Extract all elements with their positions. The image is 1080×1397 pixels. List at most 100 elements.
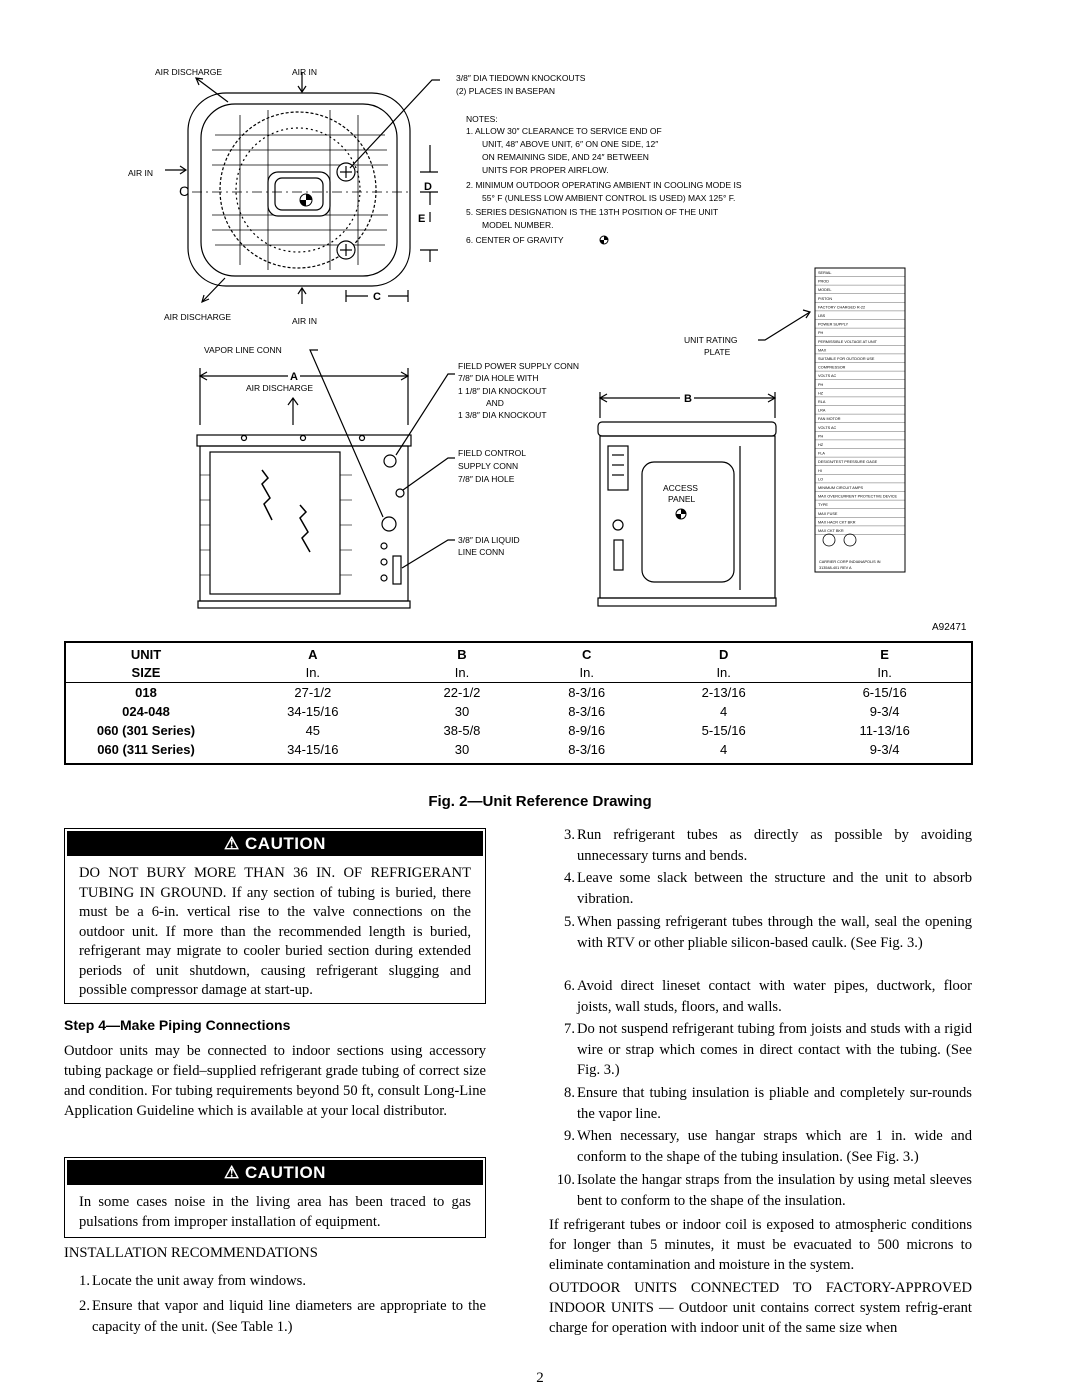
table-cell: 5-15/16	[701, 723, 746, 738]
table-row: 024-048 34-15/16 30 8-3/16 4 9-3/4	[65, 702, 972, 721]
label-field-power-5: 1 3/8″ DIA KNOCKOUT	[458, 410, 547, 420]
rating-plate-row: MODEL	[818, 288, 832, 292]
label-unit-rating-2: PLATE	[704, 347, 731, 357]
label-liquid-2: LINE CONN	[458, 547, 504, 557]
table-cell: 22-1/2	[443, 685, 481, 700]
table-cell: 38-5/8	[443, 723, 481, 738]
header-cell: In.	[524, 662, 650, 683]
list-number: 3.	[564, 827, 575, 843]
rating-plate-row: TYPE	[818, 503, 828, 507]
table-cell: 2-13/16	[701, 685, 746, 700]
evacuation-paragraph: If refrigerant tubes or indoor coil is e…	[549, 1217, 972, 1273]
label-vapor-line: VAPOR LINE CONN	[204, 345, 282, 355]
unit-reference-drawing: AIR DISCHARGE AIR IN AIR IN AIR DISCHARG…	[128, 67, 967, 633]
list-text: Ensure that vapor and liquid line diamet…	[92, 1298, 486, 1335]
rating-plate-row: HZ	[818, 391, 824, 395]
list-number: 7.	[564, 1021, 575, 1037]
table-cell: 9-3/4	[869, 704, 900, 719]
rating-plate-footer-2: 313548-401 REV A	[819, 566, 852, 570]
field-power-supply-conn	[383, 454, 397, 468]
rating-plate-row: LO	[818, 477, 823, 481]
list-item: 1. Locate the unit away from windows.	[64, 1271, 486, 1292]
rating-plate-row: DESIGN/TEST PRESSURE GAGE	[818, 460, 878, 464]
list-text: Leave some slack between the structure a…	[577, 870, 972, 907]
rating-plate-row: FLA	[818, 452, 825, 456]
center-of-gravity-icon	[299, 193, 687, 520]
list-item: 3. Run refrigerant tubes as directly as …	[549, 825, 972, 866]
table-row: 018 27-1/2 22-1/2 8-3/16 2-13/16 6-15/16	[65, 683, 972, 703]
list-item: 6. Avoid direct lineset contact with wat…	[549, 976, 972, 1017]
list-text: When passing refrigerant tubes through t…	[577, 914, 972, 951]
rating-plate-row: MAX OVERCURRENT PROTECTIVE DEVICE	[818, 495, 898, 499]
factory-approved-paragraph: OUTDOOR UNITS CONNECTED TO FACTORY-APPRO…	[549, 1280, 972, 1336]
rating-plate-row: FACTORY CHARGED R-22	[818, 305, 865, 309]
label-field-power-3: 1 1/8″ DIA KNOCKOUT	[458, 386, 547, 396]
label-air-discharge-bottom: AIR DISCHARGE	[164, 312, 231, 322]
note-line: MODEL NUMBER.	[482, 220, 553, 230]
caution-box-noise: ⚠ CAUTION In some cases noise in the liv…	[64, 1157, 486, 1238]
table-cell: 9-3/4	[869, 742, 900, 757]
label-air-discharge-top: AIR DISCHARGE	[155, 67, 222, 77]
notes-title: NOTES:	[466, 114, 498, 124]
label-field-power-1: FIELD POWER SUPPLY CONN	[458, 361, 579, 371]
rating-plate-row: COMPRESSOR	[818, 366, 846, 370]
table-row: 060 (301 Series) 45 38-5/8 8-9/16 5-15/1…	[65, 721, 972, 740]
list-text: Locate the unit away from windows.	[92, 1273, 306, 1289]
table-subheader-row: SIZE In. In. In. In. In.	[65, 662, 972, 683]
rating-plate-row: MAX FUSE	[818, 512, 838, 516]
label-field-control-1: FIELD CONTROL	[458, 448, 526, 458]
note-line: UNITS FOR PROPER AIRFLOW.	[482, 165, 609, 175]
note-line: 6. CENTER OF GRAVITY	[466, 235, 564, 245]
dim-e-label: E	[418, 213, 425, 225]
rating-plate-row: MAX CKT BKR	[818, 529, 844, 533]
header-cell: In.	[399, 662, 525, 683]
rating-plate-row: PH	[818, 383, 824, 387]
list-item: 8. Ensure that tubing insulation is plia…	[549, 1083, 972, 1124]
list-number: 10.	[556, 1172, 575, 1188]
header-cell: In.	[798, 662, 972, 683]
rating-plate-row: PROD	[818, 280, 829, 284]
certification-marks-icon	[822, 533, 857, 547]
table-cell: 34-15/16	[287, 742, 339, 757]
warning-triangle-icon: ⚠	[224, 834, 240, 853]
list-number: 2.	[79, 1298, 90, 1314]
dim-b-label: B	[684, 393, 692, 405]
figure-caption: Fig. 2—Unit Reference Drawing	[428, 793, 652, 810]
label-air-in-left: AIR IN	[128, 168, 153, 178]
note-line: 2. MINIMUM OUTDOOR OPERATING AMBIENT IN …	[466, 180, 742, 190]
figure-id: A92471	[932, 622, 967, 633]
table-cell: 018	[135, 685, 157, 700]
label-knockouts-2: (2) PLACES IN BASEPAN	[456, 86, 555, 96]
list-text: Ensure that tubing insulation is pliable…	[577, 1085, 972, 1122]
page-number: 2	[536, 1370, 544, 1386]
warning-triangle-icon: ⚠	[224, 1163, 240, 1182]
fan-grille	[219, 111, 377, 269]
rating-plate-row: MAX HACR CKT BKR	[818, 520, 856, 524]
list-text: Isolate the hangar straps from the insul…	[577, 1172, 972, 1209]
access-panel-outline	[641, 461, 735, 583]
header-cell: A	[308, 647, 318, 662]
rating-plate-row: LBS	[818, 314, 826, 318]
header-cell: In.	[649, 662, 799, 683]
step4-body: Outdoor units may be connected to indoor…	[64, 1043, 486, 1119]
table-cell: 11-13/16	[859, 723, 910, 738]
front-view-base	[197, 600, 411, 609]
list-number: 1.	[79, 1273, 90, 1289]
header-cell: D	[718, 647, 729, 662]
table-cell: 34-15/16	[287, 704, 339, 719]
list-item: 10. Isolate the hangar straps from the i…	[549, 1170, 972, 1211]
header-cell: E	[880, 647, 889, 662]
installation-heading: INSTALLATION RECOMMENDATIONS	[64, 1245, 318, 1261]
field-control-conn	[395, 488, 405, 498]
caution-text: DO NOT BURY MORE THAN 36 IN. OF REFRIGER…	[79, 865, 471, 998]
header-cell: C	[582, 647, 592, 662]
table-cell: 30	[454, 742, 470, 757]
table-cell: 30	[454, 704, 470, 719]
rating-plate-row: PERMISSIBLE VOLTAGE AT UNIT	[818, 340, 878, 344]
centerline-mark: C	[179, 183, 189, 199]
table-cell: 8-3/16	[568, 704, 606, 719]
table-cell: 6-15/16	[862, 685, 907, 700]
list-text: When necessary, use hangar straps which …	[577, 1128, 972, 1165]
label-field-control-2: SUPPLY CONN	[458, 461, 518, 471]
